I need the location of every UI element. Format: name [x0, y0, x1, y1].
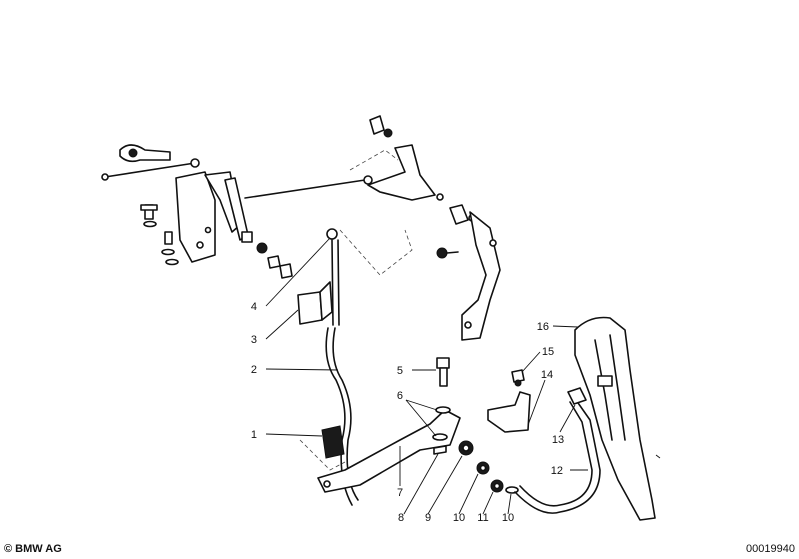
callout-11: 11	[477, 512, 488, 524]
callout-labels: 4 3 2 1 5 6 7 8 9 10 11 10 12 13 14 15 1…	[251, 301, 564, 524]
phantom-outline	[299, 149, 413, 471]
callout-2: 2	[251, 364, 257, 376]
pedal-rod	[297, 228, 359, 506]
callout-5: 5	[397, 365, 403, 377]
copyright-label: © BMW AG	[4, 543, 62, 555]
callout-16: 16	[537, 321, 549, 333]
callout-12: 12	[551, 465, 563, 477]
upper-right-lever	[367, 115, 501, 341]
lower-bracket	[317, 409, 461, 493]
callout-1: 1	[251, 429, 257, 441]
callout-7: 7	[397, 487, 403, 499]
pedal-shaft	[514, 387, 601, 514]
bush-part	[321, 425, 345, 459]
callout-6: 6	[397, 390, 403, 402]
leader-lines	[265, 237, 588, 515]
callout-13: 13	[552, 434, 564, 446]
left-bracket-assembly	[140, 171, 293, 279]
callout-8: 8	[398, 512, 404, 524]
callout-3: 3	[251, 334, 257, 346]
callout-9: 9	[425, 512, 431, 524]
callout-10-first: 10	[453, 512, 465, 524]
accelerator-pedal	[574, 316, 661, 521]
upper-linkage-rod	[101, 144, 373, 199]
callout-4: 4	[251, 301, 257, 313]
callout-10-second: 10	[502, 512, 514, 524]
small-bracket	[487, 369, 531, 433]
diagram-code-label: 00019940	[746, 543, 795, 555]
callout-14: 14	[541, 369, 553, 381]
callout-15: 15	[542, 346, 554, 358]
